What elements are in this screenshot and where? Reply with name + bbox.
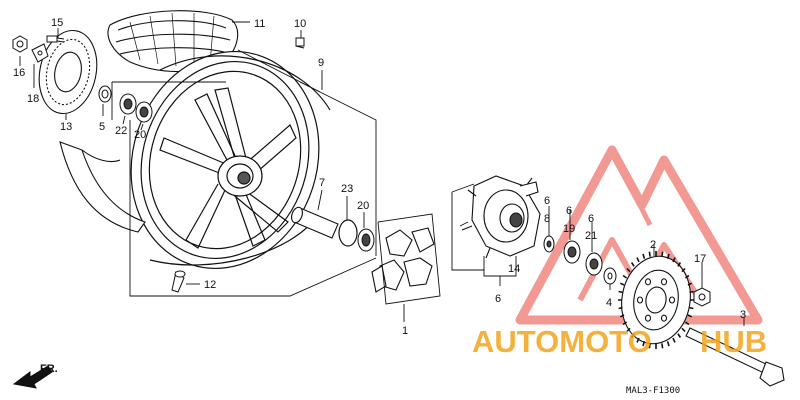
part-label-20a: 20 [134,129,146,141]
driven-sprocket [618,251,694,349]
sprocket-bolt-hole [660,278,668,286]
direction-label: FR. [40,363,58,375]
o-ring-23 [338,219,358,247]
sprocket-bolt-hole [636,296,644,304]
part-label-6c: 6 [588,213,594,225]
lock-plate-18 [31,43,49,63]
wheel-rim [130,50,331,270]
driven-flange [461,175,541,259]
bearing-22 [119,93,137,115]
distance-collar-7 [291,206,339,239]
front-direction-arrow: FR. [12,363,58,389]
part-label-17: 17 [694,253,706,265]
part-label-13: 13 [60,121,72,133]
part-label-10: 10 [294,18,306,30]
part-label-15: 15 [51,17,63,29]
rear-axle-3 [685,327,785,387]
part-label-2: 2 [650,239,656,251]
bearing-19 [563,240,581,264]
part-label-1: 1 [402,325,408,337]
sprocket-bolt-hole [660,314,668,322]
part-label-8: 8 [544,213,550,225]
part-label-9: 9 [318,57,324,69]
sprocket-teeth [618,251,694,349]
valve-stem-12 [171,270,186,293]
dust-seal-5 [98,85,112,103]
part-label-16: 16 [13,67,25,79]
bearing-20-center [357,228,375,252]
part-label-22: 22 [115,125,127,137]
part-label-12: 12 [204,279,216,291]
collar-8 [543,235,555,253]
part-label-20b: 20 [357,200,369,212]
part-labels: 1 2 3 4 5 6 6 6 6 7 8 9 10 11 12 13 14 1… [13,17,746,337]
sprocket-bolt-hole [644,278,652,286]
watermark-text-automoto: AUTOMOTO [472,324,652,359]
part-label-7: 7 [319,177,325,189]
part-label-6b: 6 [566,205,572,217]
part-label-18: 18 [27,93,39,105]
part-label-11: 11 [254,18,265,30]
seal-21 [585,252,603,276]
sprocket-nut-17 [693,287,711,307]
sprocket-bolt-hole [668,296,676,304]
part-label-14: 14 [508,263,520,275]
diagram-code: MAL3-F1300 [626,386,680,396]
part-label-6a: 6 [544,195,550,207]
bearing-20-left [135,101,153,123]
leader-lines [19,21,745,326]
watermark-text: AUTOMOTO HUB [472,324,767,359]
disc-nut-16 [12,35,28,53]
watermark-text-hub: HUB [700,324,767,359]
part-label-4: 4 [606,297,612,309]
part-label-6d: 6 [495,293,501,305]
sprocket-bolt-hole [644,314,652,322]
part-label-21: 21 [585,230,597,242]
weight-10 [295,37,305,49]
part-label-5: 5 [99,121,105,133]
part-label-19: 19 [563,223,575,235]
inner-fender [59,141,146,233]
disc-bolt-15 [46,35,65,43]
washer-4 [603,267,617,285]
part-label-3: 3 [740,309,746,321]
part-label-23: 23 [341,183,353,195]
brake-disc [38,29,98,115]
